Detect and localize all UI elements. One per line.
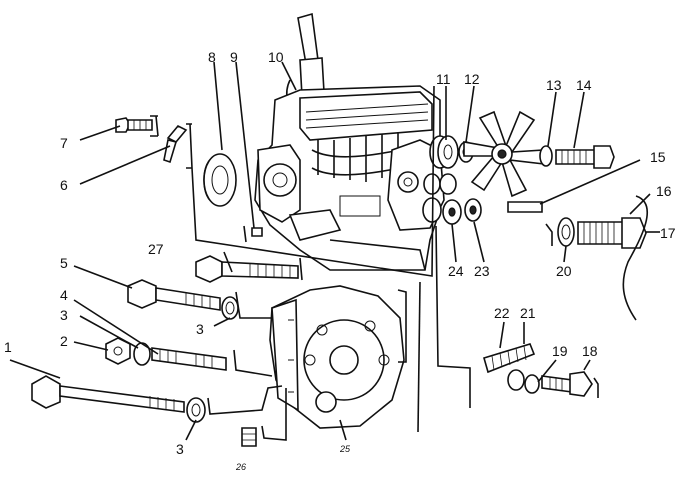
- callout-18: 18: [582, 343, 598, 359]
- callout-13: 13: [546, 77, 562, 93]
- callout-25: 25: [339, 444, 351, 454]
- callout-11: 11: [436, 71, 451, 87]
- callout-1: 1: [4, 339, 12, 355]
- callout-14: 14: [576, 77, 592, 93]
- callout-22: 22: [494, 305, 510, 321]
- callout-21: 21: [520, 305, 536, 321]
- callout-3-left: 3: [60, 307, 68, 323]
- callout-9: 9: [230, 49, 238, 65]
- leader-lines: [9, 61, 660, 441]
- bolt-27: [195, 255, 299, 283]
- bracket-set: [483, 343, 593, 397]
- callout-6: 6: [60, 177, 68, 193]
- callout-27: 27: [148, 241, 164, 257]
- flywheel-housing: [269, 285, 405, 429]
- callout-12: 12: [464, 71, 480, 87]
- callout-19: 19: [552, 343, 568, 359]
- callout-10: 10: [268, 49, 284, 65]
- callout-20: 20: [556, 263, 572, 279]
- callout-15: 15: [650, 149, 666, 165]
- callout-26: 26: [235, 462, 246, 472]
- callout-labels: 1 2 3 3 3 4 5 6 7 8 9 10 11 12 13 14 15 …: [4, 49, 676, 472]
- callout-3-bottom: 3: [176, 441, 184, 457]
- fan: [463, 110, 545, 198]
- callout-17: 17: [660, 225, 676, 241]
- bolt-1: [31, 375, 206, 423]
- callout-16: 16: [656, 183, 672, 199]
- callout-3-mid: 3: [196, 321, 204, 337]
- engine-assembly: [254, 12, 445, 271]
- fan-bolt: [539, 145, 615, 169]
- stud-set: [105, 337, 227, 371]
- callout-8: 8: [208, 49, 216, 65]
- rear-seal-parts: [115, 117, 263, 237]
- callout-4: 4: [60, 287, 68, 303]
- callout-2: 2: [60, 333, 68, 349]
- callout-23: 23: [474, 263, 490, 279]
- crank-bolt: [557, 195, 648, 321]
- callout-24: 24: [448, 263, 464, 279]
- bolt-5: [127, 279, 239, 320]
- pin-26: [241, 427, 257, 447]
- pin-15: [507, 201, 543, 213]
- callout-7: 7: [60, 135, 68, 151]
- callout-5: 5: [60, 255, 68, 271]
